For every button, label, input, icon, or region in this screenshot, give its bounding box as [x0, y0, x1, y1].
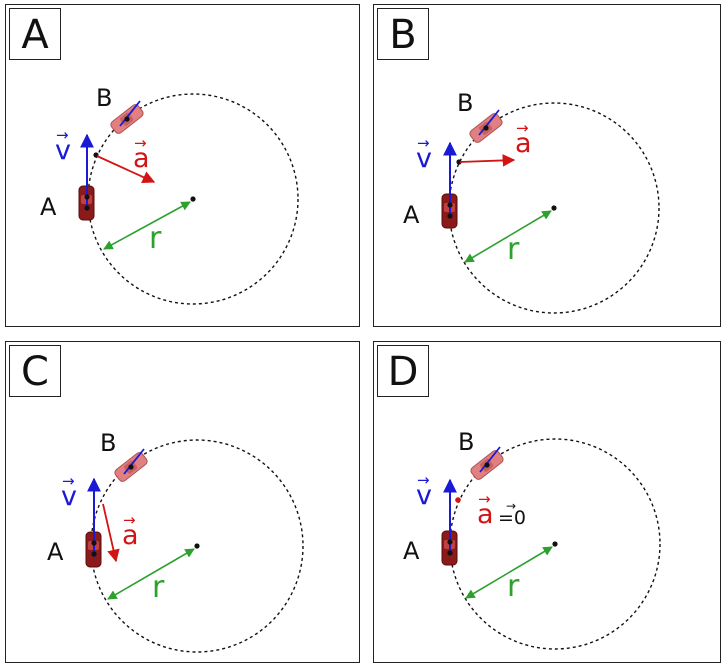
radius-arrow	[103, 201, 191, 250]
velocity-label: →v	[55, 126, 71, 166]
circular-path	[87, 93, 299, 305]
velocity-label: →v	[61, 472, 77, 512]
acceleration-arrow	[459, 154, 516, 167]
point-b-label: B	[100, 429, 117, 457]
acceleration-zero-value: →=0	[498, 499, 527, 529]
radius-arrow	[107, 548, 195, 600]
diagram-b	[441, 102, 660, 314]
radius-label: r	[507, 232, 520, 267]
tangent-line-b	[479, 446, 501, 473]
tangent-line-b	[119, 100, 141, 127]
radius-arrow	[465, 546, 553, 599]
acceleration-arrow	[102, 503, 120, 563]
panel-d: D B A →v →a →=0 r	[373, 341, 721, 663]
point-a-dot	[91, 540, 97, 546]
panel-tag: A	[9, 8, 61, 60]
panel-tag: D	[377, 345, 429, 397]
point-b-dot	[483, 125, 489, 131]
point-a-dot-2	[447, 550, 453, 556]
panel-b: B B A →v →a r	[373, 4, 721, 327]
diagram-d	[441, 438, 661, 650]
circular-path	[449, 438, 661, 650]
point-a-label: A	[403, 201, 420, 229]
center-point	[194, 543, 200, 549]
radius-arrow	[464, 210, 552, 263]
circular-path	[448, 102, 660, 314]
point-a-label: A	[40, 193, 57, 221]
center-point	[190, 196, 196, 202]
panel-a: A B A →v →a r	[5, 4, 360, 327]
point-a-label: A	[47, 538, 64, 566]
tangent-line-b	[123, 448, 145, 475]
midpoint-dot	[456, 159, 462, 165]
acceleration-label: →a	[515, 119, 532, 159]
velocity-label: →v	[416, 471, 432, 511]
panel-tag: B	[377, 8, 429, 60]
point-a-label: A	[403, 537, 420, 565]
acceleration-label: →a	[477, 490, 494, 530]
velocity-label: →v	[416, 134, 432, 174]
diagram-c	[85, 439, 304, 653]
point-a-dot	[84, 194, 90, 200]
panel-tag: C	[9, 345, 61, 397]
acceleration-label: →a	[133, 134, 150, 174]
radius-label: r	[149, 221, 162, 256]
acceleration-label: →a	[122, 511, 139, 551]
tangent-line-b	[478, 109, 500, 136]
acceleration-zero-dot	[455, 497, 461, 503]
diagram-a	[78, 93, 299, 305]
radius-label: r	[507, 569, 520, 604]
point-a-dot-2	[91, 551, 97, 557]
radius-label: r	[152, 570, 165, 605]
point-a-dot-2	[447, 213, 453, 219]
point-b-label: B	[457, 89, 474, 117]
panel-c: C B A →v →a r	[5, 341, 360, 663]
point-a-dot	[447, 539, 453, 545]
point-b-dot	[484, 462, 490, 468]
point-a-dot-2	[84, 205, 90, 211]
point-b-label: B	[96, 84, 113, 112]
point-b-label: B	[458, 428, 475, 456]
point-b-dot	[128, 464, 134, 470]
center-point	[552, 541, 558, 547]
acceleration-arrow	[96, 155, 156, 184]
point-b-dot	[124, 116, 130, 122]
point-a-dot	[447, 202, 453, 208]
center-point	[551, 205, 557, 211]
